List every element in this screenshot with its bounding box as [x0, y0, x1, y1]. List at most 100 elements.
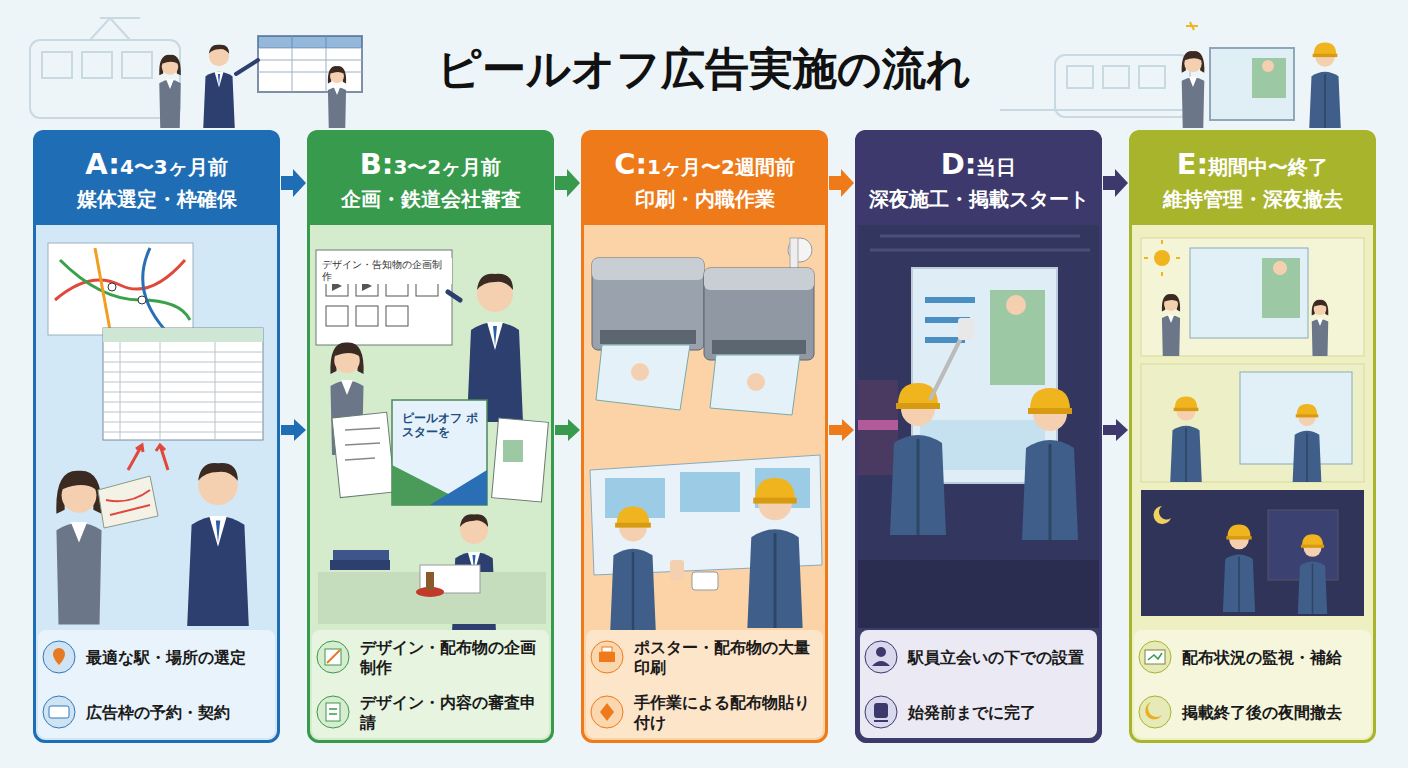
panel-e-art-part	[1134, 630, 1371, 738]
panel-c-art-part	[602, 647, 612, 652]
poster-figures-part	[1262, 60, 1274, 72]
header-band: A:4〜3ヶ月前媒体選定・枠確保	[36, 133, 277, 225]
panel-a-art-part	[33, 130, 280, 743]
background-decor-part	[1139, 66, 1165, 88]
panel-c-art-part	[600, 330, 696, 344]
illustration-area	[584, 225, 825, 630]
illustration-area	[36, 225, 277, 630]
background-decor-part	[1067, 66, 1093, 88]
meeting-figures-part	[159, 55, 181, 128]
bullet-area: 配布状況の監視・補給掲載終了後の夜間撤去	[1132, 630, 1373, 740]
panel-c-art-part	[600, 703, 614, 721]
panel-b-art-part	[333, 550, 389, 560]
panel-b-art-part	[325, 649, 341, 665]
panel-e-art-part	[1298, 534, 1327, 614]
illustration-text: デザイン・告知物の企画制作	[320, 258, 452, 284]
panel-c-art	[581, 130, 828, 743]
panel-b-art-part	[326, 703, 340, 721]
panel-a-art-part	[95, 248, 110, 330]
panel-e-art-part	[1141, 364, 1364, 482]
illustration-area	[858, 225, 1099, 630]
bullet-text: 広告枠の予約・契約	[86, 703, 230, 723]
panel-e-art-part	[1162, 294, 1180, 356]
meeting-figures-part	[258, 36, 362, 48]
panel-b-art-part	[430, 470, 487, 505]
stage-title: 印刷・内職作業	[635, 186, 775, 212]
meeting-figures-part	[236, 60, 258, 74]
panel-e-art-part	[1190, 248, 1308, 338]
poster-figures-part	[1210, 48, 1294, 120]
panel-a-art-part	[38, 630, 275, 738]
panel-c-art-part	[704, 268, 814, 290]
bullet-text: デザイン・配布物の企画制作	[360, 638, 543, 678]
bullet-text: 配布状況の監視・補給	[1182, 648, 1342, 668]
panel-d-art-part	[865, 641, 897, 673]
bullet-row: 手作業による配布物貼り付け	[584, 685, 825, 740]
panel-a-art-part	[53, 648, 65, 665]
panel-b-art-part	[330, 560, 390, 570]
background-decor-part	[82, 52, 112, 78]
panel-d-art-part	[890, 383, 946, 535]
panel-b-art-part	[448, 292, 460, 300]
panel-c-art-part	[692, 572, 718, 590]
bullet-row: 最適な駅・場所の選定	[36, 630, 277, 685]
panel-d-art	[855, 130, 1102, 743]
panel-d-art-part	[855, 130, 1102, 743]
panel-a-art	[33, 130, 280, 743]
panel-b-art	[307, 130, 554, 743]
panel-c-art-part	[712, 340, 806, 354]
panel-a-art-part	[43, 696, 75, 728]
panel-e-art-part	[1129, 130, 1376, 225]
meeting-figures-part	[258, 36, 362, 92]
panel-b-art-part	[329, 709, 337, 714]
panel-c-art-part	[704, 268, 814, 360]
meeting-figures-part	[258, 36, 362, 92]
poster-figures-part	[1186, 22, 1198, 30]
panel-d-art-part	[870, 236, 1090, 250]
panel-e-art-part	[1141, 490, 1364, 616]
panel-d-art-part	[860, 630, 1097, 738]
panel-a-art-part	[43, 641, 75, 673]
panel-a-art-part	[60, 260, 190, 320]
panel-b-art-part	[317, 641, 349, 673]
panel-d-art-part	[1006, 295, 1026, 315]
bullet-text: 掲載終了後の夜間撤去	[1182, 703, 1342, 723]
stage-timing: C:1ヶ月〜2週間前	[614, 146, 795, 182]
panel-a-art-part	[108, 283, 116, 291]
panel-a-art-part	[156, 445, 168, 470]
panel-c-art-part	[747, 478, 802, 628]
panel-e-art-part	[1145, 702, 1162, 719]
panel-d-art-part	[1022, 388, 1078, 540]
stage-title: 深夜施工・掲載スタート	[869, 186, 1089, 212]
panel-e-art-part	[1223, 525, 1255, 612]
panel-b-art-part	[386, 306, 408, 326]
panel-d-art-part	[925, 300, 975, 340]
meeting-figures	[159, 36, 362, 128]
illustration-text: ピールオフ ポスターを	[400, 410, 482, 441]
background-decor-part	[90, 18, 140, 40]
bullet-row: デザイン・内容の審査申請	[310, 685, 551, 740]
bullet-area: ポスター・配布物の大量印刷手作業による配布物貼り付け	[584, 630, 825, 740]
panel-a-art-part	[103, 328, 263, 440]
panel-c-art-part	[631, 363, 649, 381]
stage-timing: E:期間中〜終了	[1177, 146, 1328, 182]
panel-a-art-part	[55, 260, 185, 300]
bullet-row: 始発前までに完了	[858, 685, 1099, 740]
panel-b-art-part	[426, 572, 434, 590]
poster-figures-part	[1182, 51, 1205, 128]
panel-b-art-part	[327, 650, 340, 663]
panel-b-art-part	[318, 572, 546, 624]
header-band: E:期間中〜終了維持管理・深夜撤去	[1132, 133, 1373, 225]
panel-d-art-part	[858, 560, 1099, 628]
background-decor-part	[122, 52, 152, 78]
panel-d-art-part	[990, 290, 1045, 385]
panel-d-art-part	[874, 703, 888, 718]
header-band: D:当日深夜施工・掲載スタート	[858, 133, 1099, 225]
panel-d-art-part	[930, 330, 965, 400]
panel-e-art-part	[1141, 238, 1364, 356]
panel-a-art-part	[49, 706, 69, 718]
panel-c-art-part	[680, 472, 740, 512]
panel-b-art-part	[503, 440, 523, 462]
panel-e-art-part	[1129, 130, 1376, 743]
background-decor-part	[42, 52, 72, 78]
